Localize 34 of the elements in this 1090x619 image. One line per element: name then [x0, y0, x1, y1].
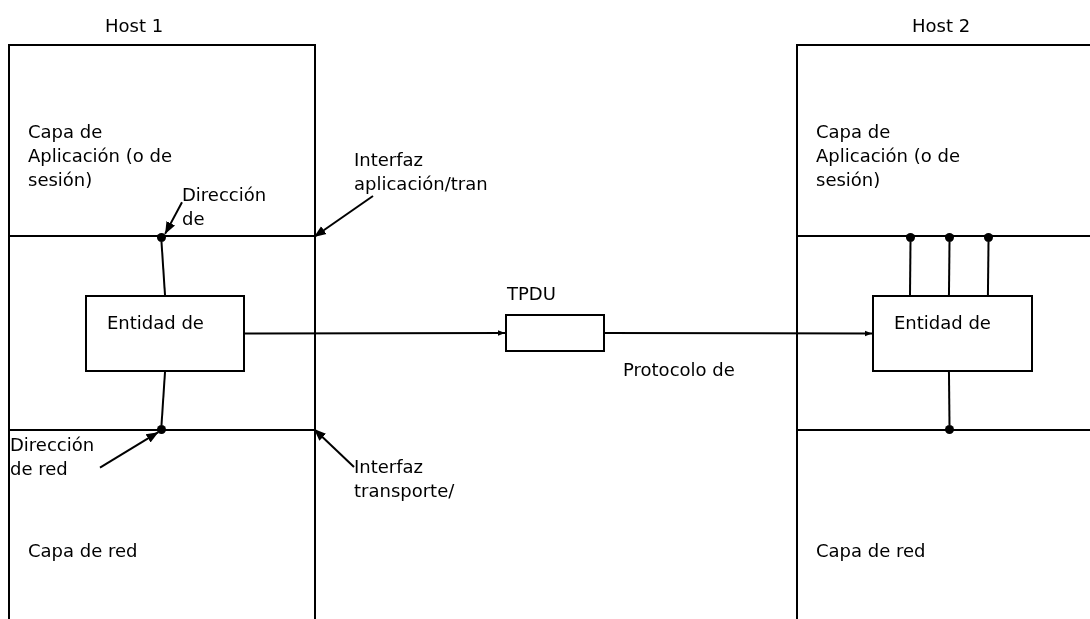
leader-line — [313, 428, 355, 468]
junction-dot — [945, 233, 954, 242]
annotation-text: Dirección de — [182, 183, 294, 231]
entity-label: Entidad de — [894, 311, 992, 335]
leader-line — [164, 201, 183, 235]
junction-dot — [157, 425, 166, 434]
connector-line — [909, 241, 912, 296]
connector-line — [160, 241, 166, 296]
entity-label: Entidad de — [107, 311, 205, 335]
arrow — [244, 330, 506, 336]
pdu-label: TPDU — [507, 282, 557, 306]
entity-box — [872, 295, 1033, 372]
host-label: Host 2 — [912, 14, 972, 38]
annotation-text: Interfaz aplicación/tran — [354, 148, 544, 196]
leader-line — [99, 431, 160, 469]
annotation-text: Dirección de red — [10, 433, 100, 481]
arrow — [604, 330, 873, 337]
junction-dot — [906, 233, 915, 242]
layer-label: Capa de Aplicación (o de sesión) — [816, 120, 961, 192]
junction-dot — [984, 233, 993, 242]
junction-dot — [157, 233, 166, 242]
host-label: Host 1 — [105, 14, 165, 38]
connector-line — [947, 371, 951, 426]
connector-line — [947, 241, 951, 296]
junction-dot — [945, 425, 954, 434]
annotation-text: Interfaz transporte/ — [354, 455, 504, 503]
connector-line — [986, 241, 990, 296]
layer-label: Capa de Aplicación (o de sesión) — [28, 120, 173, 192]
entity-box — [85, 295, 245, 372]
leader-line — [313, 195, 374, 238]
layer-label: Capa de red — [816, 539, 927, 563]
protocol-label: Protocolo de — [623, 358, 736, 382]
layer-label: Capa de red — [28, 539, 139, 563]
connector-line — [160, 371, 166, 426]
